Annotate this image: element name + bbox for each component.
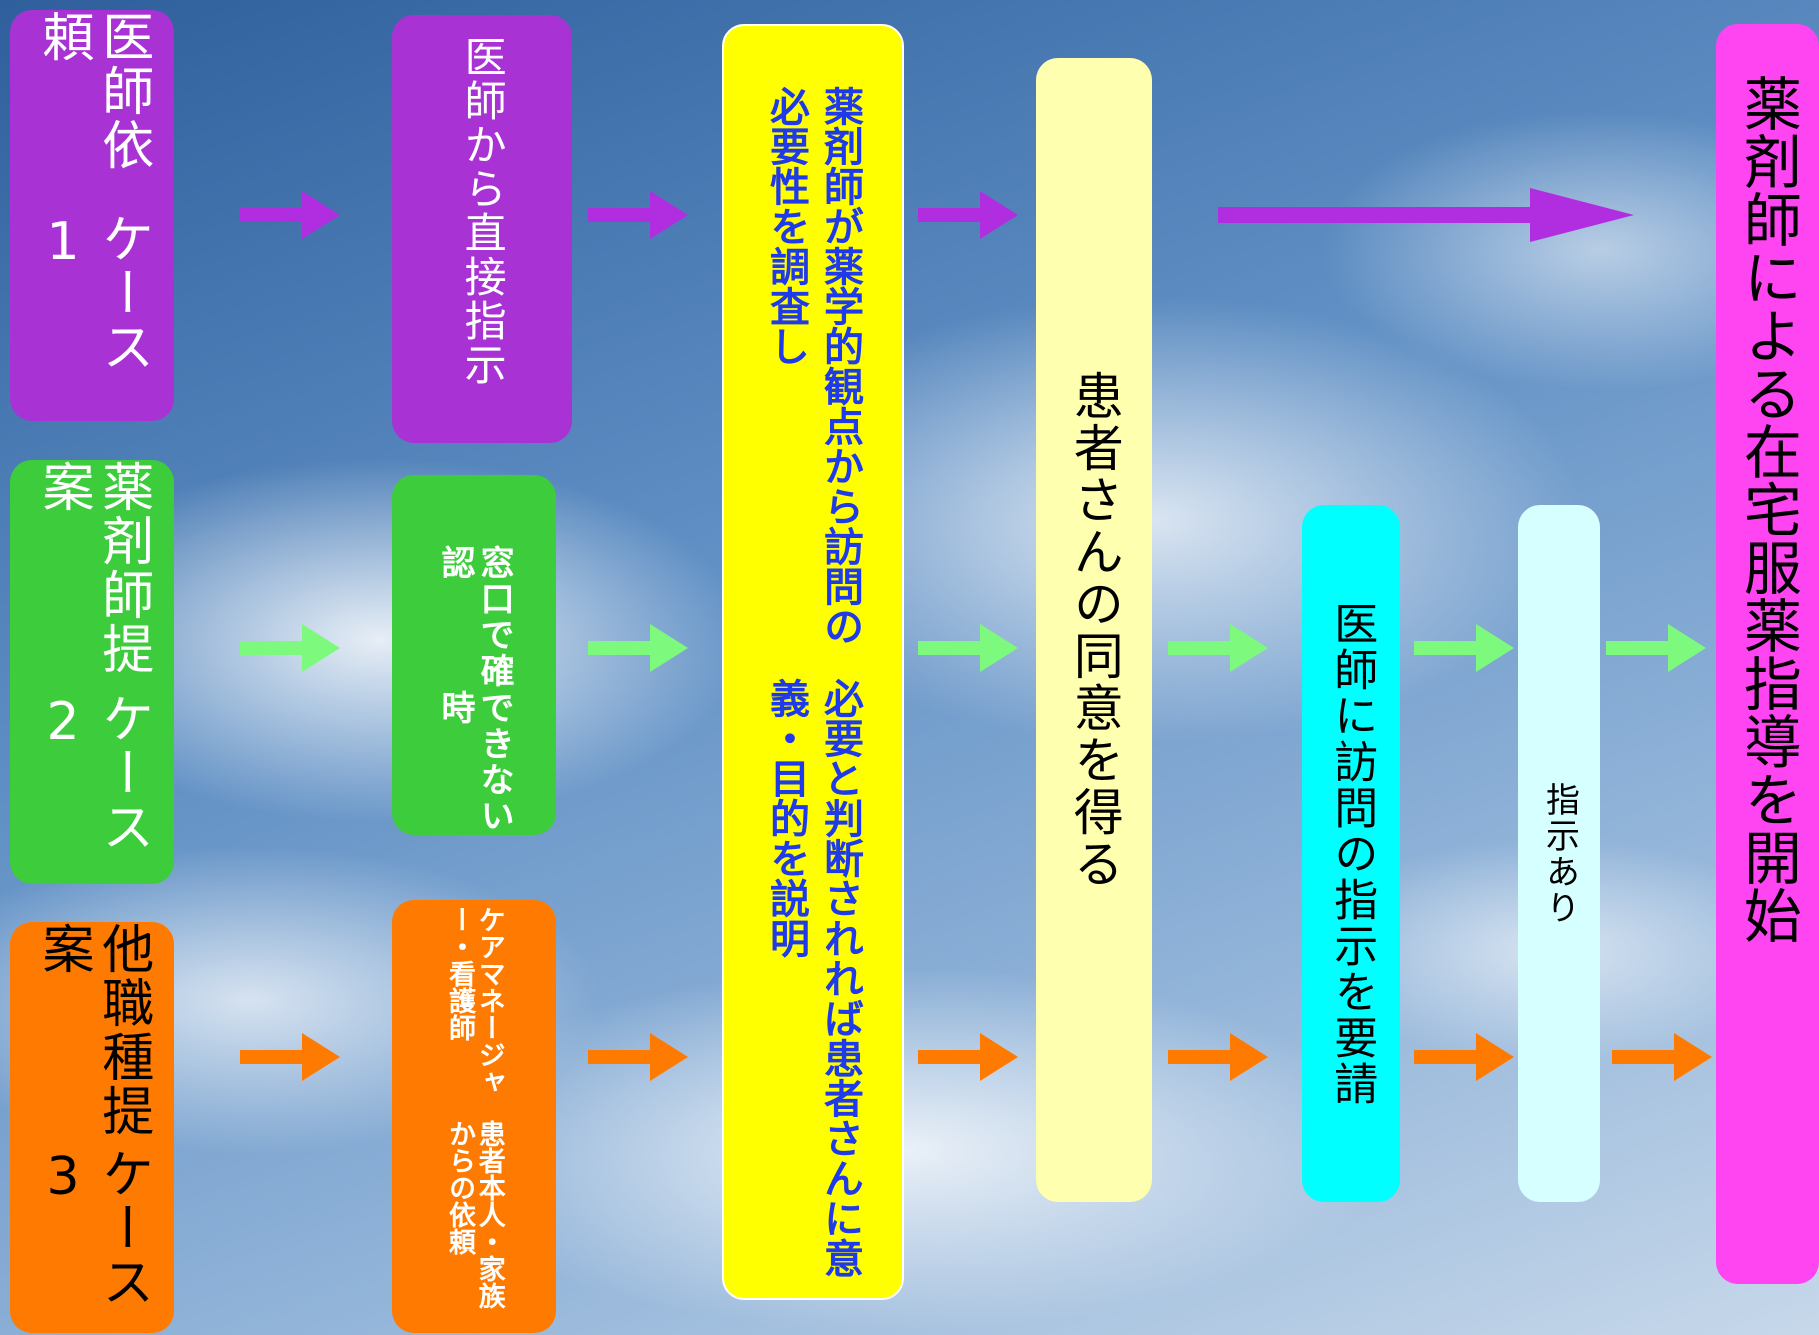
case1-label: 医師依頼 — [33, 10, 153, 172]
request-text: 医師に訪問の指示を要請 — [1326, 600, 1378, 1107]
case2-step-box: 窓口で確認 できない時 — [392, 475, 556, 835]
arrow-green-5 — [1414, 624, 1514, 672]
assessment-box: 薬剤師が薬学的観点から訪問の必要性を調査し 必要と判断されれば患者さんに意義・目… — [722, 24, 904, 1300]
arrow-green-2 — [588, 624, 688, 672]
case2-sub: ケース2 — [33, 691, 153, 854]
case2-step-line1: 窓口で確認 — [435, 545, 515, 689]
case3-step-line1: ケアマネージャー・看護師 — [444, 906, 505, 1095]
arrow-orange-3 — [918, 1033, 1018, 1081]
arrow-orange-4 — [1168, 1033, 1268, 1081]
arrow-green-3 — [918, 624, 1018, 672]
assessment-line1: 薬剤師が薬学的観点から訪問の必要性を調査し — [763, 86, 863, 646]
arrow-purple-3 — [918, 191, 1018, 239]
request-box: 医師に訪問の指示を要請 — [1302, 505, 1400, 1202]
arrow-green-6 — [1606, 624, 1706, 672]
arrow-purple-long — [1218, 188, 1634, 242]
case3-sub: ケース3 — [33, 1146, 153, 1309]
case2-step-line2: できない時 — [435, 690, 515, 834]
consent-box: 患者さんの同意を得る — [1036, 58, 1152, 1202]
consent-text: 患者さんの同意を得る — [1065, 370, 1124, 890]
case1-box: 医師依頼 ケース1 — [10, 10, 174, 421]
arrow-orange-6 — [1612, 1033, 1712, 1081]
final-text: 薬剤師による在宅服薬指導を開始 — [1733, 74, 1802, 944]
case3-step-box: ケアマネージャー・看護師 患者本人・家族からの依頼 — [392, 900, 556, 1333]
case2-label: 薬剤師提案 — [33, 460, 153, 676]
case3-label: 他職種提案 — [33, 922, 153, 1138]
arrow-orange-2 — [588, 1033, 688, 1081]
arrow-orange-5 — [1414, 1033, 1514, 1081]
instructed-box: 指示あり — [1518, 505, 1600, 1202]
case3-box: 他職種提案 ケース3 — [10, 922, 174, 1333]
arrow-orange-1 — [240, 1033, 340, 1081]
arrow-purple-1 — [240, 191, 340, 239]
arrow-green-4 — [1168, 624, 1268, 672]
final-box: 薬剤師による在宅服薬指導を開始 — [1716, 24, 1819, 1284]
case3-step-line2: 患者本人・家族からの依頼 — [444, 1119, 505, 1309]
case1-step-text: 医師から直接指示 — [458, 35, 508, 387]
case2-box: 薬剤師提案 ケース2 — [10, 460, 174, 884]
case1-step-box: 医師から直接指示 — [392, 15, 572, 443]
arrow-purple-2 — [588, 191, 688, 239]
arrow-green-1 — [240, 624, 340, 672]
assessment-line2: 必要と判断されれば患者さんに意義・目的を説明 — [763, 677, 863, 1278]
case1-sub: ケース1 — [33, 211, 153, 374]
instructed-text: 指示あり — [1539, 781, 1580, 926]
